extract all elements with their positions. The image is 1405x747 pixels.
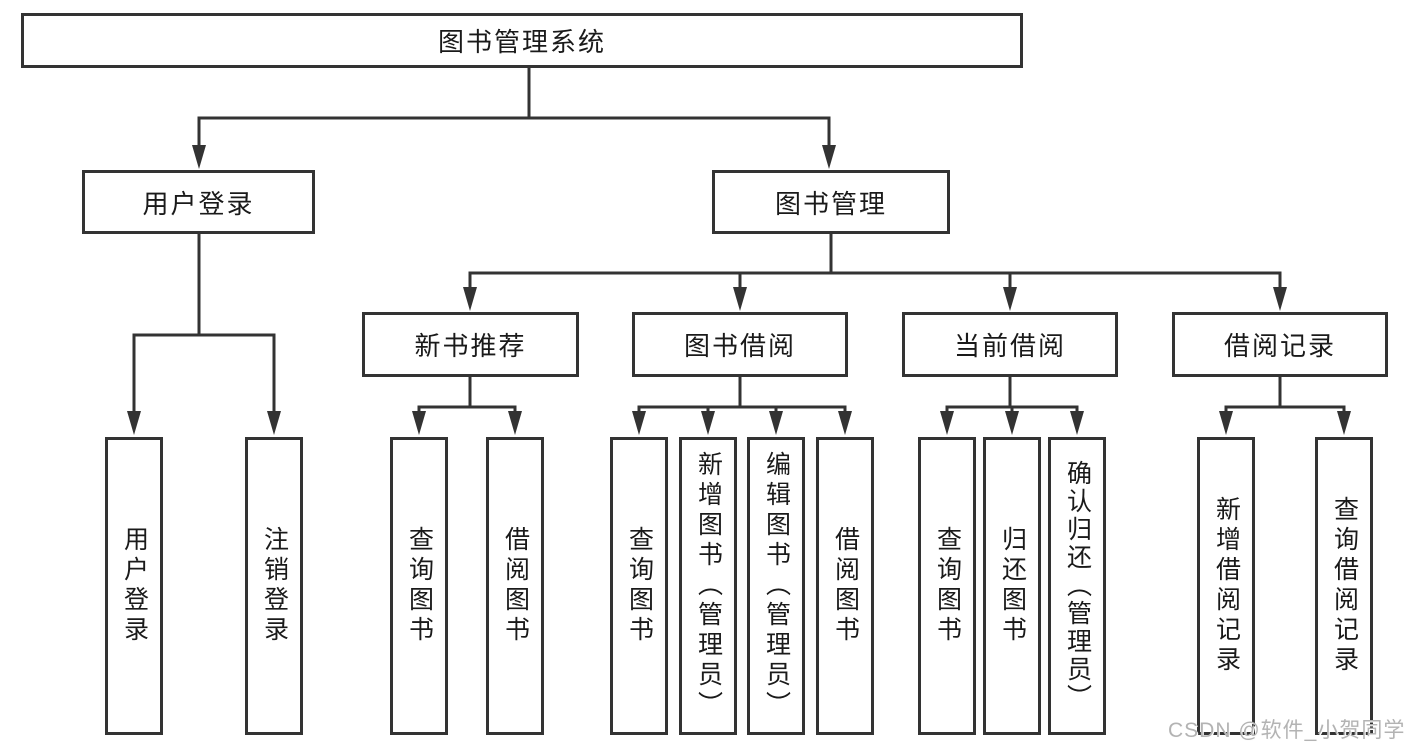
leaf-query-books-current-label: 查询图书: [933, 526, 962, 646]
node-book-management: 图书管理: [712, 170, 950, 234]
connector-user-login-children: [127, 232, 281, 435]
connector-book-borrowing-children: [632, 375, 852, 435]
leaf-add-book-admin-label: 新增图书（管理员）: [694, 451, 723, 721]
leaf-logout-label: 注销登录: [260, 526, 289, 646]
connector-book-management-children: [463, 232, 1287, 311]
leaf-query-books-recommend-label: 查询图书: [405, 526, 434, 646]
leaf-return-books: 归还图书: [983, 437, 1041, 735]
leaf-borrow-books-borrowing: 借阅图书: [816, 437, 874, 735]
node-user-login: 用户登录: [82, 170, 315, 234]
leaf-confirm-return-admin-label: 确认归还（管理员）: [1063, 460, 1092, 712]
leaf-add-borrow-record-label: 新增借阅记录: [1212, 496, 1241, 676]
leaf-user-login-label: 用户登录: [120, 526, 149, 646]
leaf-query-borrow-record: 查询借阅记录: [1315, 437, 1373, 735]
connector-new-book-recommend-children: [412, 375, 522, 435]
leaf-query-books-borrowing: 查询图书: [610, 437, 668, 735]
leaf-borrow-books-recommend-label: 借阅图书: [501, 526, 530, 646]
leaf-logout: 注销登录: [245, 437, 303, 735]
node-current-borrowing-label: 当前借阅: [953, 331, 1066, 361]
leaf-borrow-books-recommend: 借阅图书: [486, 437, 544, 735]
node-book-management-label: 图书管理: [774, 188, 887, 219]
connector-root-to-level2: [192, 66, 836, 169]
leaf-user-login: 用户登录: [105, 437, 163, 735]
leaf-confirm-return-admin: 确认归还（管理员）: [1048, 437, 1106, 735]
node-new-book-recommend: 新书推荐: [362, 312, 579, 377]
node-new-book-recommend-label: 新书推荐: [414, 331, 527, 361]
leaf-borrow-books-borrowing-label: 借阅图书: [831, 526, 860, 646]
node-user-login-label: 用户登录: [142, 188, 255, 219]
leaf-add-borrow-record: 新增借阅记录: [1197, 437, 1255, 735]
node-current-borrowing: 当前借阅: [902, 312, 1118, 377]
connector-current-borrowing-children: [940, 375, 1084, 435]
leaf-return-books-label: 归还图书: [998, 526, 1027, 646]
leaf-query-borrow-record-label: 查询借阅记录: [1330, 496, 1359, 676]
node-borrowing-records: 借阅记录: [1172, 312, 1388, 377]
csdn-watermark: CSDN @软件_小贺同学: [1168, 719, 1405, 742]
leaf-edit-book-admin-label: 编辑图书（管理员）: [762, 451, 791, 721]
node-book-borrowing: 图书借阅: [632, 312, 848, 377]
leaf-query-books-recommend: 查询图书: [390, 437, 448, 735]
connector-borrowing-records-children: [1219, 375, 1351, 435]
leaf-edit-book-admin: 编辑图书（管理员）: [747, 437, 805, 735]
leaf-query-books-borrowing-label: 查询图书: [625, 526, 654, 646]
node-root: 图书管理系统: [21, 13, 1023, 68]
node-book-borrowing-label: 图书借阅: [683, 331, 796, 361]
node-root-label: 图书管理系统: [437, 27, 606, 57]
leaf-query-books-current: 查询图书: [918, 437, 976, 735]
node-borrowing-records-label: 借阅记录: [1223, 331, 1336, 361]
leaf-add-book-admin: 新增图书（管理员）: [679, 437, 737, 735]
